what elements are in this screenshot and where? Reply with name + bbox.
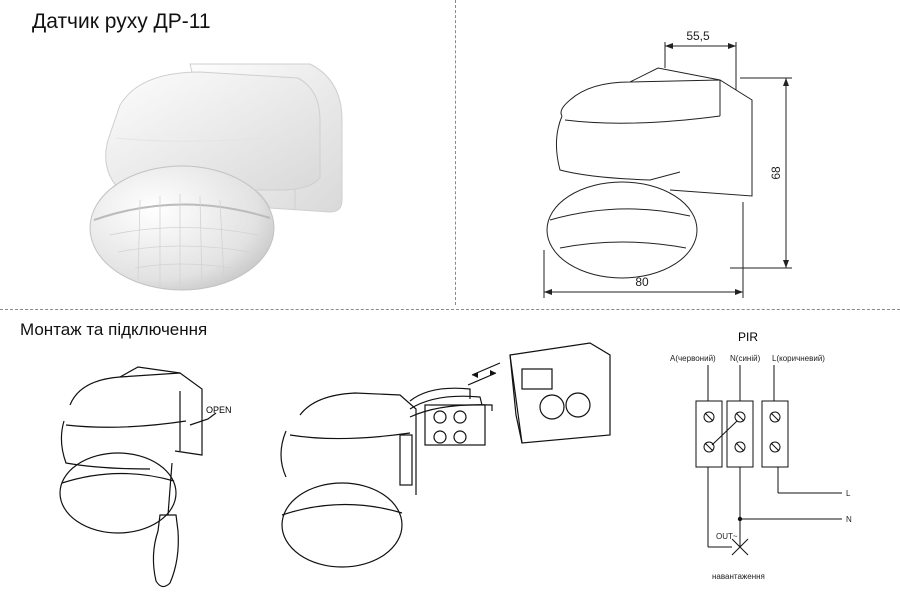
- divider-horizontal: [0, 309, 900, 310]
- wire-label-a: A(червоний): [670, 354, 716, 363]
- dimension-width: 80: [635, 275, 649, 289]
- supply-label-n: N: [846, 515, 852, 524]
- load-label: навантаження: [712, 572, 765, 581]
- product-photo: [89, 63, 343, 291]
- product-title: Датчик руху ДР-11: [32, 10, 211, 33]
- open-label: OPEN: [206, 405, 232, 415]
- supply-label-l: L: [846, 489, 851, 498]
- wire-label-l: L(коричневий): [772, 354, 825, 363]
- section-title-installation: Монтаж та підключення: [20, 320, 208, 339]
- dimension-height: 68: [769, 166, 783, 180]
- installation-connection-figure: [280, 342, 611, 568]
- installation-open-figure: OPEN: [59, 366, 232, 588]
- wiring-diagram: PIR A(червоний) N(синій) L(коричневий) L…: [670, 330, 852, 581]
- dimension-depth: 55,5: [686, 29, 710, 43]
- dimension-drawing: 55,5 80 68: [543, 29, 792, 298]
- wiring-title: PIR: [738, 330, 758, 344]
- out-label: OUT~: [716, 532, 738, 541]
- wire-label-n: N(синій): [730, 354, 761, 363]
- divider-vertical: [455, 0, 456, 305]
